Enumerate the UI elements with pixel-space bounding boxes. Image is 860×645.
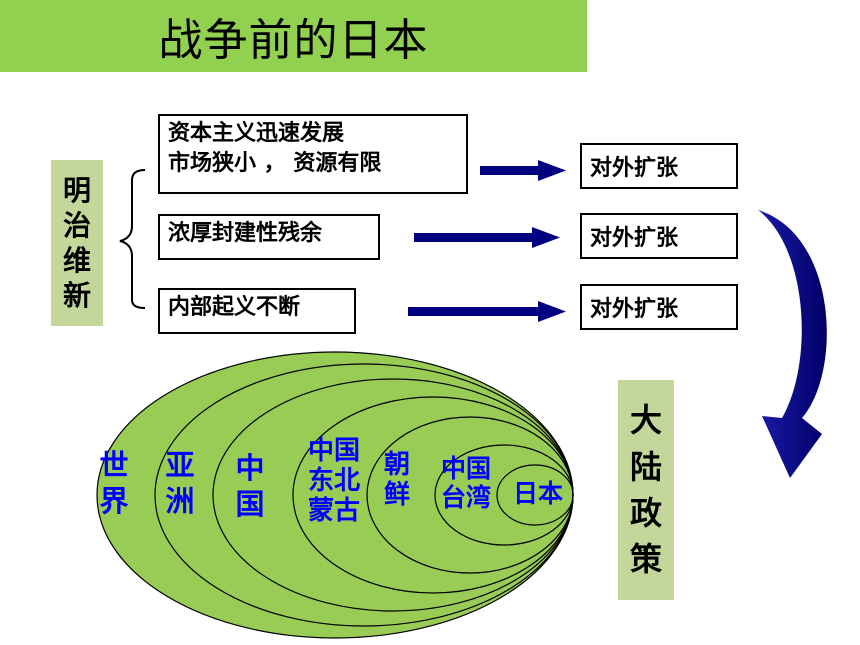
- result-box-expansion: 对外扩张: [580, 213, 738, 259]
- arrow-icon: [408, 301, 566, 322]
- cause-line: 浓厚封建性残余: [168, 221, 323, 246]
- label-korea: 朝鲜: [383, 450, 410, 510]
- policy-char: 陆: [629, 447, 662, 486]
- meiji-restoration-box: 明 治 维 新: [51, 160, 103, 326]
- label-asia: 亚洲: [165, 448, 195, 519]
- cause-box-feudal-remnants: 浓厚封建性残余: [158, 214, 380, 260]
- policy-char: 策: [629, 540, 662, 579]
- page-title: 战争前的日本: [158, 15, 429, 66]
- meiji-char: 明: [62, 174, 91, 207]
- nested-ellipses: [96, 351, 574, 639]
- arrow-icon: [480, 160, 566, 181]
- result-box-expansion: 对外扩张: [580, 143, 738, 189]
- curved-arrow-icon: [758, 210, 827, 478]
- result-box-expansion: 对外扩张: [580, 284, 738, 330]
- label-taiwan: 中国台湾: [440, 454, 491, 512]
- label-world: 世界: [99, 448, 129, 519]
- ellipse-japan: [496, 464, 574, 526]
- meiji-char: 治: [62, 209, 91, 242]
- meiji-char: 维: [62, 244, 91, 277]
- cause-box-uprisings: 内部起义不断: [158, 288, 356, 334]
- arrow-icon: [414, 227, 560, 248]
- title-bar: [0, 0, 587, 72]
- cause-box-capitalism: 资本主义迅速发展 市场狭小 ， 资源有限: [158, 114, 468, 194]
- policy-char: 政: [629, 494, 662, 532]
- meiji-char: 新: [62, 279, 91, 312]
- curly-brace: [119, 169, 146, 309]
- label-japan: 日本: [512, 479, 563, 508]
- continental-policy-box: 大 陆 政 策: [618, 380, 674, 600]
- label-northeast-mongolia: 中国东北蒙古: [307, 436, 360, 526]
- cause-line: 资本主义迅速发展: [168, 121, 345, 146]
- policy-char: 大: [629, 401, 662, 440]
- cause-line: 市场狭小 ， 资源有限: [168, 150, 382, 176]
- label-china: 中国: [235, 451, 265, 522]
- cause-line: 内部起义不断: [168, 295, 301, 320]
